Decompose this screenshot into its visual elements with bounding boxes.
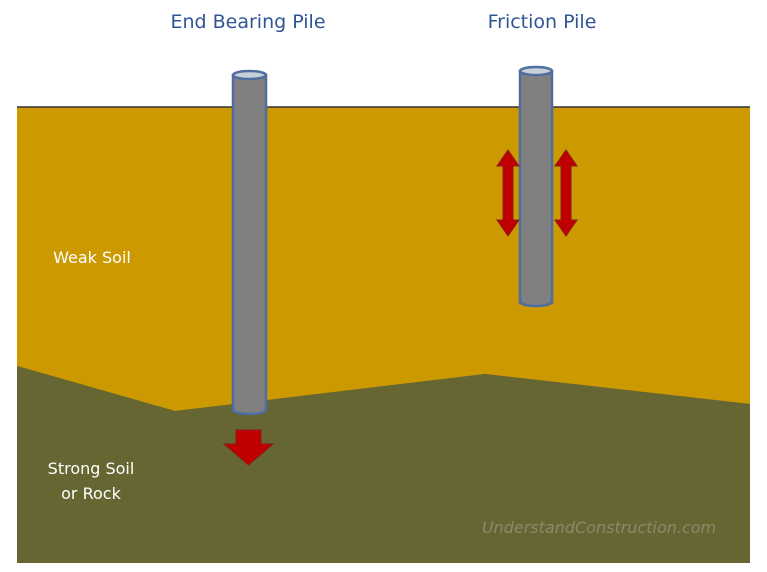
friction-pile-top — [518, 65, 554, 77]
friction-pile — [518, 65, 554, 308]
friction-arrow-right — [554, 149, 578, 237]
weak-soil-layer — [17, 107, 750, 417]
strong-soil-label-line1: Strong Soil — [48, 459, 135, 478]
end-bearing-pile-shaft-cover — [234, 76, 265, 409]
watermark: UnderstandConstruction.com — [482, 518, 716, 537]
weak-soil-label: Weak Soil — [53, 248, 131, 267]
friction-arrow-left — [496, 149, 520, 237]
strong-soil-layer-fill — [17, 366, 750, 563]
end-bearing-pile — [231, 69, 268, 416]
friction-pile-shaft-cover — [521, 72, 551, 301]
strong-soil-label-line2: or Rock — [61, 484, 121, 503]
friction-pile-title: Friction Pile — [488, 11, 597, 33]
end-bearing-load-arrow — [222, 429, 275, 466]
end-bearing-pile-title: End Bearing Pile — [170, 11, 325, 33]
end-bearing-pile-top — [231, 69, 268, 81]
